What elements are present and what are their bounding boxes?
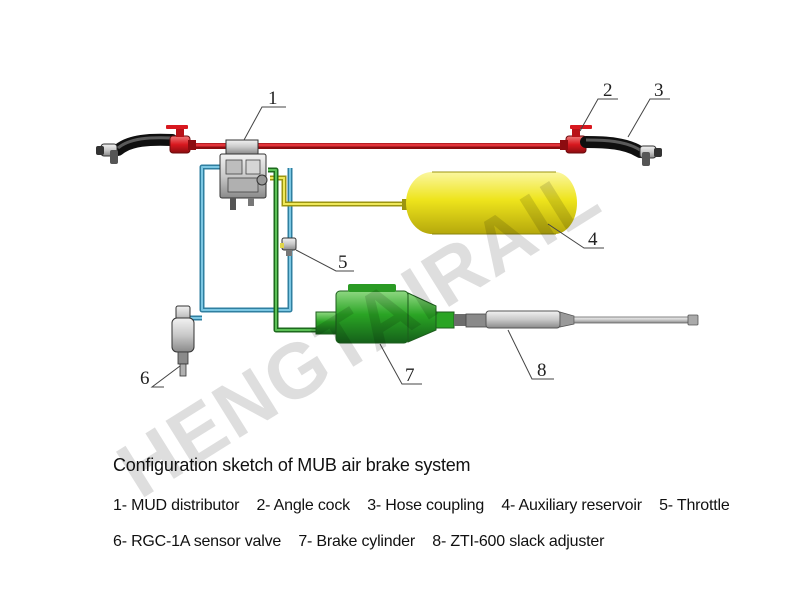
legend-item-slack-adjuster: 8- ZTI-600 slack adjuster <box>432 533 605 550</box>
mud-distributor-icon <box>219 139 268 210</box>
callout-5: 5 <box>338 252 348 273</box>
callout-6: 6 <box>140 368 150 389</box>
legend-line-1: 1- MUD distributor 2- Angle cock 3- Hose… <box>113 497 743 515</box>
left-hose-coupling-icon <box>96 133 178 164</box>
callout-1: 1 <box>268 88 278 109</box>
cylinder-pipe <box>268 167 318 333</box>
caption-title: Configuration sketch of MUB air brake sy… <box>113 455 471 475</box>
callout-3: 3 <box>654 80 664 101</box>
legend-item-angle-cock: 2- Angle cock <box>256 497 350 514</box>
left-angle-cock-icon <box>166 125 196 154</box>
legend-line-2: 6- RGC-1A sensor valve 7- Brake cylinder… <box>113 533 617 551</box>
callout-7: 7 <box>405 365 415 386</box>
leader-lines <box>150 98 670 388</box>
legend-item-auxiliary-reservoir: 4- Auxiliary reservoir <box>501 497 642 514</box>
throttle-icon <box>280 237 297 256</box>
auxiliary-reservoir-icon <box>402 171 577 235</box>
brake-cylinder-icon <box>315 284 468 344</box>
sensor-valve-icon <box>171 305 195 377</box>
legend-item-throttle: 5- Throttle <box>659 497 730 514</box>
callout-4: 4 <box>588 229 598 250</box>
hose-coupling-icon <box>580 136 662 166</box>
slack-adjuster-icon <box>465 310 699 329</box>
callout-8: 8 <box>537 360 547 381</box>
legend-item-brake-cylinder: 7- Brake cylinder <box>298 533 416 550</box>
callout-2: 2 <box>603 80 613 101</box>
legend-item-mud-distributor: 1- MUD distributor <box>113 497 240 514</box>
legend-item-hose-coupling: 3- Hose coupling <box>367 497 485 514</box>
legend-item-sensor-valve: 6- RGC-1A sensor valve <box>113 533 282 550</box>
